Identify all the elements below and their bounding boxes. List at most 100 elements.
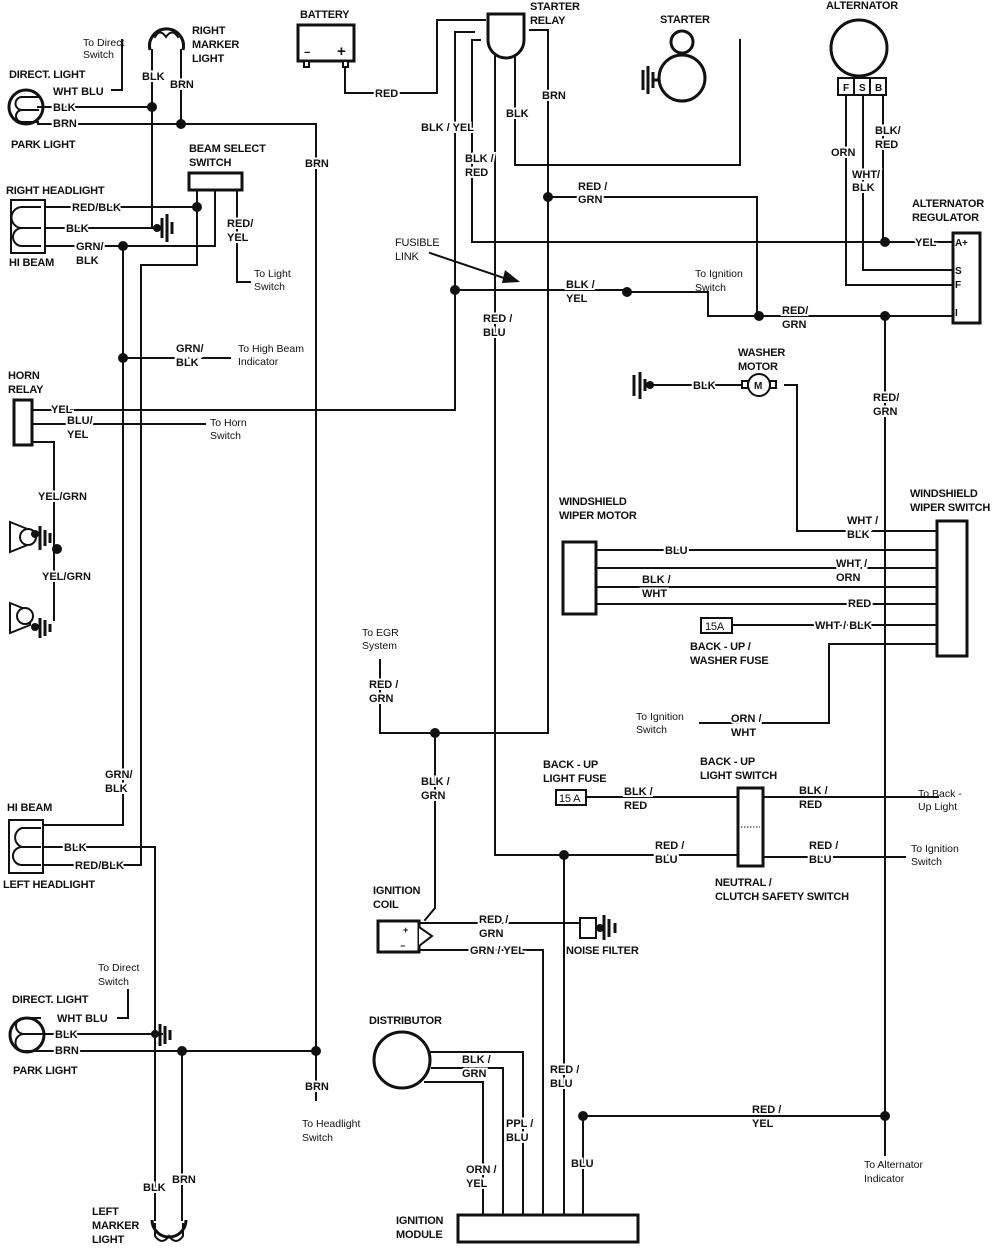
wire-label: RED (465, 167, 488, 179)
junction (311, 1046, 321, 1056)
note-to-ignition-2-1: To Ignition (636, 711, 684, 723)
wire-label: BLK (847, 529, 870, 541)
wire-label: GRN (873, 406, 898, 418)
label-ignition-module-1: IGNITION (396, 1215, 444, 1227)
wire-red-grn-top (547, 196, 758, 317)
wire-label: BLU (506, 1132, 529, 1144)
wire-label: GRN/ (76, 241, 104, 253)
wire-paths (31, 19, 954, 1221)
wire-to-direct-switch-top (111, 39, 123, 91)
wire-label: BLU (665, 545, 688, 557)
starter-motor (641, 29, 707, 103)
wire-label: RED / (809, 840, 838, 852)
wire-label: YEL (51, 404, 73, 416)
wire-label: BLK (506, 108, 529, 120)
note-to-horn-switch-1: To Horn (210, 417, 247, 429)
wire-label: BRN (305, 1081, 329, 1093)
wire-alt-wht-blk (862, 94, 954, 271)
note-to-backup-light-1: To Back - (918, 788, 962, 800)
label-alt-regulator-2: REGULATOR (912, 212, 979, 224)
wire-relay-red-blu (494, 54, 761, 856)
ground-symbol-bottom (151, 1024, 172, 1046)
wire-label: RED (848, 598, 871, 610)
ground-symbol (153, 214, 174, 242)
coil-minus: − (400, 941, 405, 951)
wire-red-blk-vert (39, 206, 198, 866)
wire-label: PPL / (506, 1118, 533, 1130)
note-to-direct-switch-bottom-1: To Direct (98, 962, 140, 974)
label-horn-relay-2: RELAY (8, 384, 44, 396)
label-neutral-switch-1: NEUTRAL / (715, 877, 772, 889)
label-neutral-switch-2: CLUTCH SAFETY SWITCH (715, 891, 849, 903)
wire-label: YEL (67, 429, 89, 441)
wire-label: RED (624, 800, 647, 812)
note-to-direct-switch-top-1: To Direct (83, 37, 125, 49)
note-to-high-beam-2: Indicator (238, 356, 279, 368)
wire-battery-red (344, 19, 486, 94)
wire-alt-ind-red-yel (582, 1115, 886, 1216)
wire-label: BLU (571, 1158, 594, 1170)
wire-beam-red-yel (236, 189, 251, 283)
wire-label: GRN (369, 693, 394, 705)
junction (754, 311, 764, 321)
note-to-alt-indicator-1: To Alternator (864, 1159, 923, 1171)
note-to-high-beam-1: To High Beam (238, 343, 304, 355)
wire-label: WHT (731, 727, 756, 739)
wire-label: YEL/GRN (42, 571, 91, 583)
wire-label: BLK / YEL (421, 122, 474, 134)
junction (52, 544, 62, 554)
wire-label: RED/ (782, 305, 808, 317)
note-to-light-switch-1: To Light (254, 268, 291, 280)
wire-label: YEL (915, 237, 937, 249)
note-to-ignition-1-2: Switch (695, 282, 726, 294)
alternator (829, 18, 889, 96)
wire-label: BLK (66, 223, 89, 235)
wire-label: WHT BLU (53, 86, 104, 98)
note-to-ignition-2-2: Switch (636, 724, 667, 736)
backup-light-fuse (555, 789, 587, 806)
wire-relay-blk-red (471, 39, 954, 243)
wire-label: BLK / (566, 279, 595, 291)
wire-label: YEL (566, 293, 588, 305)
note-to-horn-switch-2: Switch (210, 430, 241, 442)
reg-terminal-i: I (955, 308, 958, 319)
wire-label: BLK / (624, 786, 653, 798)
wire-rh-grn-blk (39, 189, 216, 247)
junction (177, 1046, 187, 1056)
noise-filter (579, 915, 617, 940)
note-to-ignition-1-1: To Ignition (695, 268, 743, 280)
wire-label: ORN / (466, 1164, 497, 1176)
note-to-light-switch-2: Switch (254, 281, 285, 293)
washer-motor-symbol: M (754, 381, 762, 392)
label-noise-filter: NOISE FILTER (566, 945, 639, 957)
wire-label: WHT / (847, 515, 878, 527)
reg-terminal-s: S (955, 266, 962, 277)
wire-label: RED / (483, 313, 512, 325)
label-backup-light-switch-1: BACK - UP (700, 756, 755, 768)
wire-label: GRN / YEL (470, 945, 525, 957)
junction (880, 311, 890, 321)
wire-label: RED / (369, 679, 398, 691)
wire-label: BRN (542, 90, 566, 102)
label-direct-light-top: DIRECT. LIGHT (9, 69, 86, 81)
junction (880, 1111, 890, 1121)
wire-label: RED (375, 88, 398, 100)
label-wiper-motor-2: WIPER MOTOR (559, 510, 637, 522)
junction (192, 202, 202, 212)
label-right-marker-light-2: MARKER (192, 39, 239, 51)
wire-label: RED / (752, 1104, 781, 1116)
battery-plus: + (337, 43, 346, 60)
left-headlight (8, 819, 44, 874)
wire-relay-blk-yel (454, 31, 475, 411)
wire-label: GRN (782, 319, 807, 331)
washer-motor (632, 372, 777, 399)
label-starter: STARTER (660, 14, 710, 26)
wire-label: BLK/ (875, 125, 901, 137)
label-alternator: ALTERNATOR (826, 0, 898, 12)
wire-label: YEL (227, 232, 249, 244)
label-left-marker-3: LIGHT (92, 1234, 124, 1246)
reg-terminal-f: F (955, 280, 961, 291)
wire-label: YEL (752, 1118, 774, 1130)
note-to-ignition-3-2: Switch (911, 856, 942, 868)
label-ignition-coil-1: IGNITION (373, 885, 421, 897)
